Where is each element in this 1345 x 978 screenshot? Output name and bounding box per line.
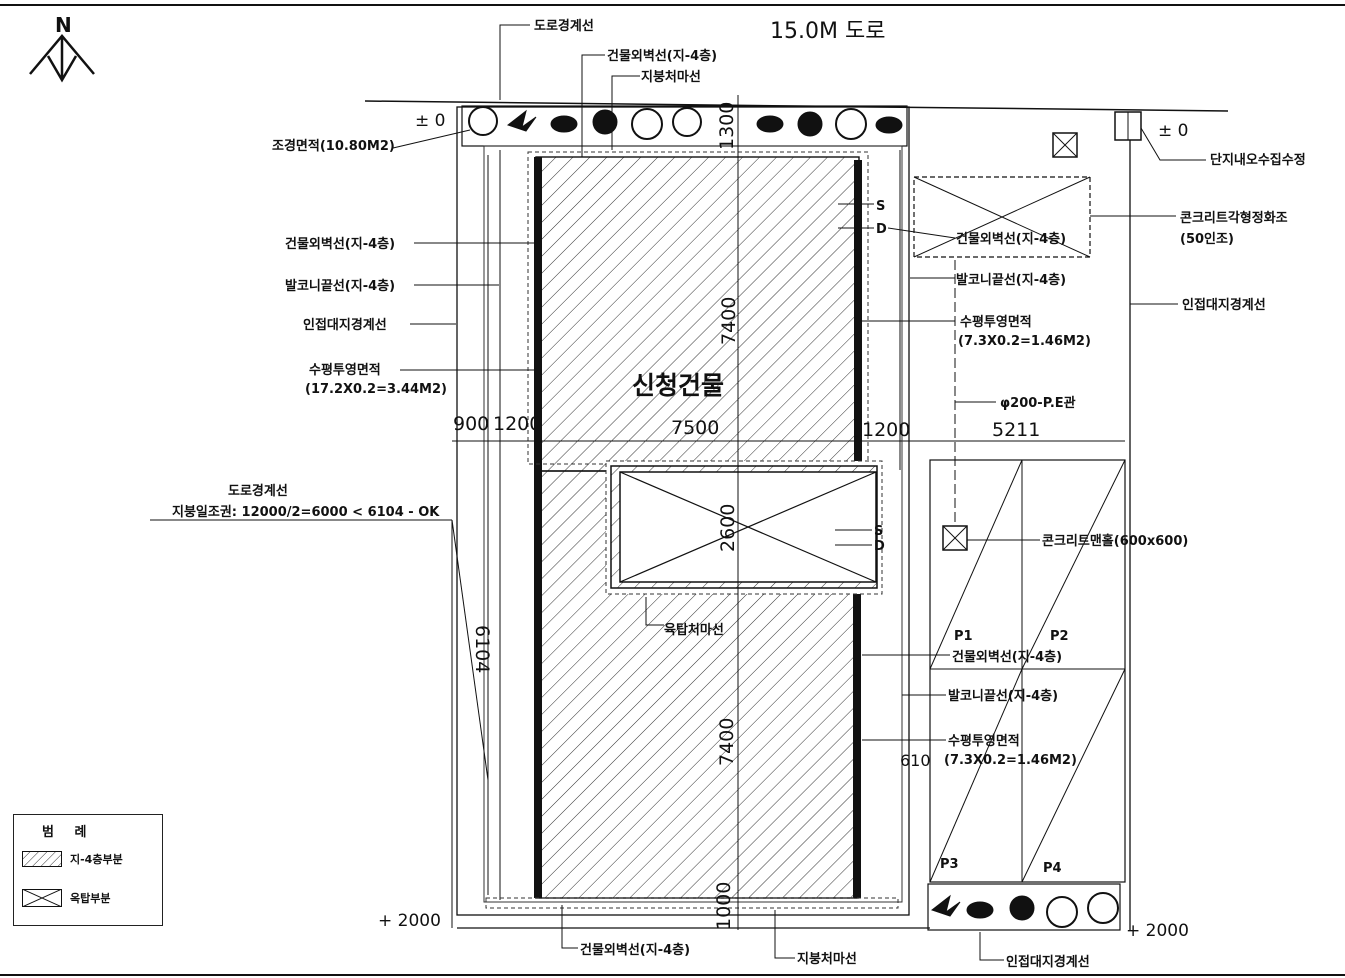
dim-1200-right: 1200 <box>862 419 910 441</box>
label-road-boundary-left: 도로경계선 <box>228 483 288 499</box>
label-building-outer-left: 건물외벽선(지-4층) <box>285 236 395 252</box>
label-sunlight-rule: 지붕일조권: 12000/2=6000 < 6104 - OK <box>172 505 440 520</box>
label-d-top: D <box>876 222 887 237</box>
label-horizontal-proj-right-b1: 수평투영면적 <box>948 733 1020 749</box>
label-horizontal-proj-right-b2: (7.3X0.2=1.46M2) <box>944 753 1077 768</box>
label-d-mid: D <box>874 539 885 554</box>
parking-p2: P2 <box>1050 629 1069 644</box>
label-horizontal-proj-left-1: 수평투영면적 <box>309 362 381 378</box>
tree-icons-top <box>468 106 903 140</box>
dim-1300: 1300 <box>716 102 738 150</box>
legend: 범 례 지-4층부분 옥탑부분 <box>13 814 163 926</box>
label-building-outer-right-bottom: 건물외벽선(지-4층) <box>952 649 1062 665</box>
building-upper <box>535 156 860 472</box>
label-landscape-area: 조경면적(10.80M2) <box>272 138 395 154</box>
tree-icons-bottom <box>930 892 1119 928</box>
legend-title: 범 례 <box>42 825 95 840</box>
dim-5211: 5211 <box>992 419 1040 441</box>
hatch-icon <box>22 851 62 867</box>
dim-1000: 1000 <box>713 882 735 930</box>
label-balcony-right-bottom: 발코니끝선(지-4층) <box>948 688 1058 704</box>
label-adjacent-right: 인접대지경계선 <box>1182 297 1266 313</box>
label-building-outer-top: 건물외벽선(지-4층) <box>607 48 717 64</box>
septic-tank <box>913 176 1091 258</box>
parking-p4: P4 <box>1043 861 1062 876</box>
level-bottom-right: + 2000 <box>1126 921 1189 941</box>
legend-item-cross: 옥탑부분 <box>22 889 110 907</box>
dim-7500: 7500 <box>671 417 719 439</box>
parking-p3: P3 <box>940 857 959 872</box>
dim-900: 900 <box>453 413 489 435</box>
landscape-strip-bottom <box>927 883 1121 931</box>
label-adjacent-left: 인접대지경계선 <box>303 317 387 333</box>
label-balcony-right-top: 발코니끝선(지-4층) <box>956 272 1066 288</box>
manhole-mid-icon <box>942 525 968 551</box>
label-horizontal-proj-left-2: (17.2X0.2=3.44M2) <box>305 382 447 397</box>
label-horizontal-proj-right-2: (7.3X0.2=1.46M2) <box>958 334 1091 349</box>
label-septic-tank-1: 콘크리트각형정화조 <box>1180 210 1288 226</box>
level-bottom-left: + 2000 <box>378 911 441 931</box>
road-label: 15.0M 도로 <box>770 19 885 44</box>
label-roof-eave-bottom: 지붕처마선 <box>797 951 857 967</box>
dim-7400-bottom: 7400 <box>716 718 738 766</box>
label-road-boundary-top: 도로경계선 <box>534 18 594 34</box>
cross-box-icon <box>22 889 62 907</box>
label-roof-eave-top: 지붕처마선 <box>641 69 701 85</box>
label-s-top: S <box>876 199 885 214</box>
label-pe-pipe: φ200-P.E관 <box>1000 395 1076 411</box>
dim-610: 610 <box>900 751 931 770</box>
north-letter: N <box>55 13 72 37</box>
sewage-well-icon <box>1114 111 1142 141</box>
label-adjacent-bottom: 인접대지경계선 <box>1006 954 1090 970</box>
label-balcony-left: 발코니끝선(지-4층) <box>285 278 395 294</box>
level-top-left: ± 0 <box>415 111 445 131</box>
label-sewage-well: 단지내오수집수정 <box>1210 152 1306 168</box>
label-junction-eave: 육탑처마선 <box>664 622 724 638</box>
site-boundary <box>456 106 910 916</box>
parking-area <box>929 459 1126 883</box>
dim-6104: 6104 <box>471 625 493 673</box>
label-building-outer-right-top: 건물외벽선(지-4층) <box>956 231 1066 247</box>
parking-p1: P1 <box>954 629 973 644</box>
legend-label-hatch: 지-4층부분 <box>70 853 123 866</box>
label-s-mid: S <box>874 524 883 539</box>
manhole-top-icon <box>1052 132 1078 158</box>
label-septic-tank-2: (50인조) <box>1180 231 1234 247</box>
legend-label-cross: 옥탑부분 <box>70 892 111 905</box>
dim-1200-left: 1200 <box>493 413 541 435</box>
label-manhole: 콘크리트맨홀(600x600) <box>1042 533 1188 549</box>
label-horizontal-proj-right-1: 수평투영면적 <box>960 314 1032 330</box>
building-name: 신청건물 <box>632 371 724 400</box>
level-top-right: ± 0 <box>1158 121 1188 141</box>
legend-item-hatch: 지-4층부분 <box>22 851 123 867</box>
north-arrow-icon: N <box>29 13 95 83</box>
dim-7400-top: 7400 <box>718 297 740 345</box>
dim-2600: 2600 <box>717 504 739 552</box>
label-building-outer-bottom: 건물외벽선(지-4층) <box>580 942 690 958</box>
